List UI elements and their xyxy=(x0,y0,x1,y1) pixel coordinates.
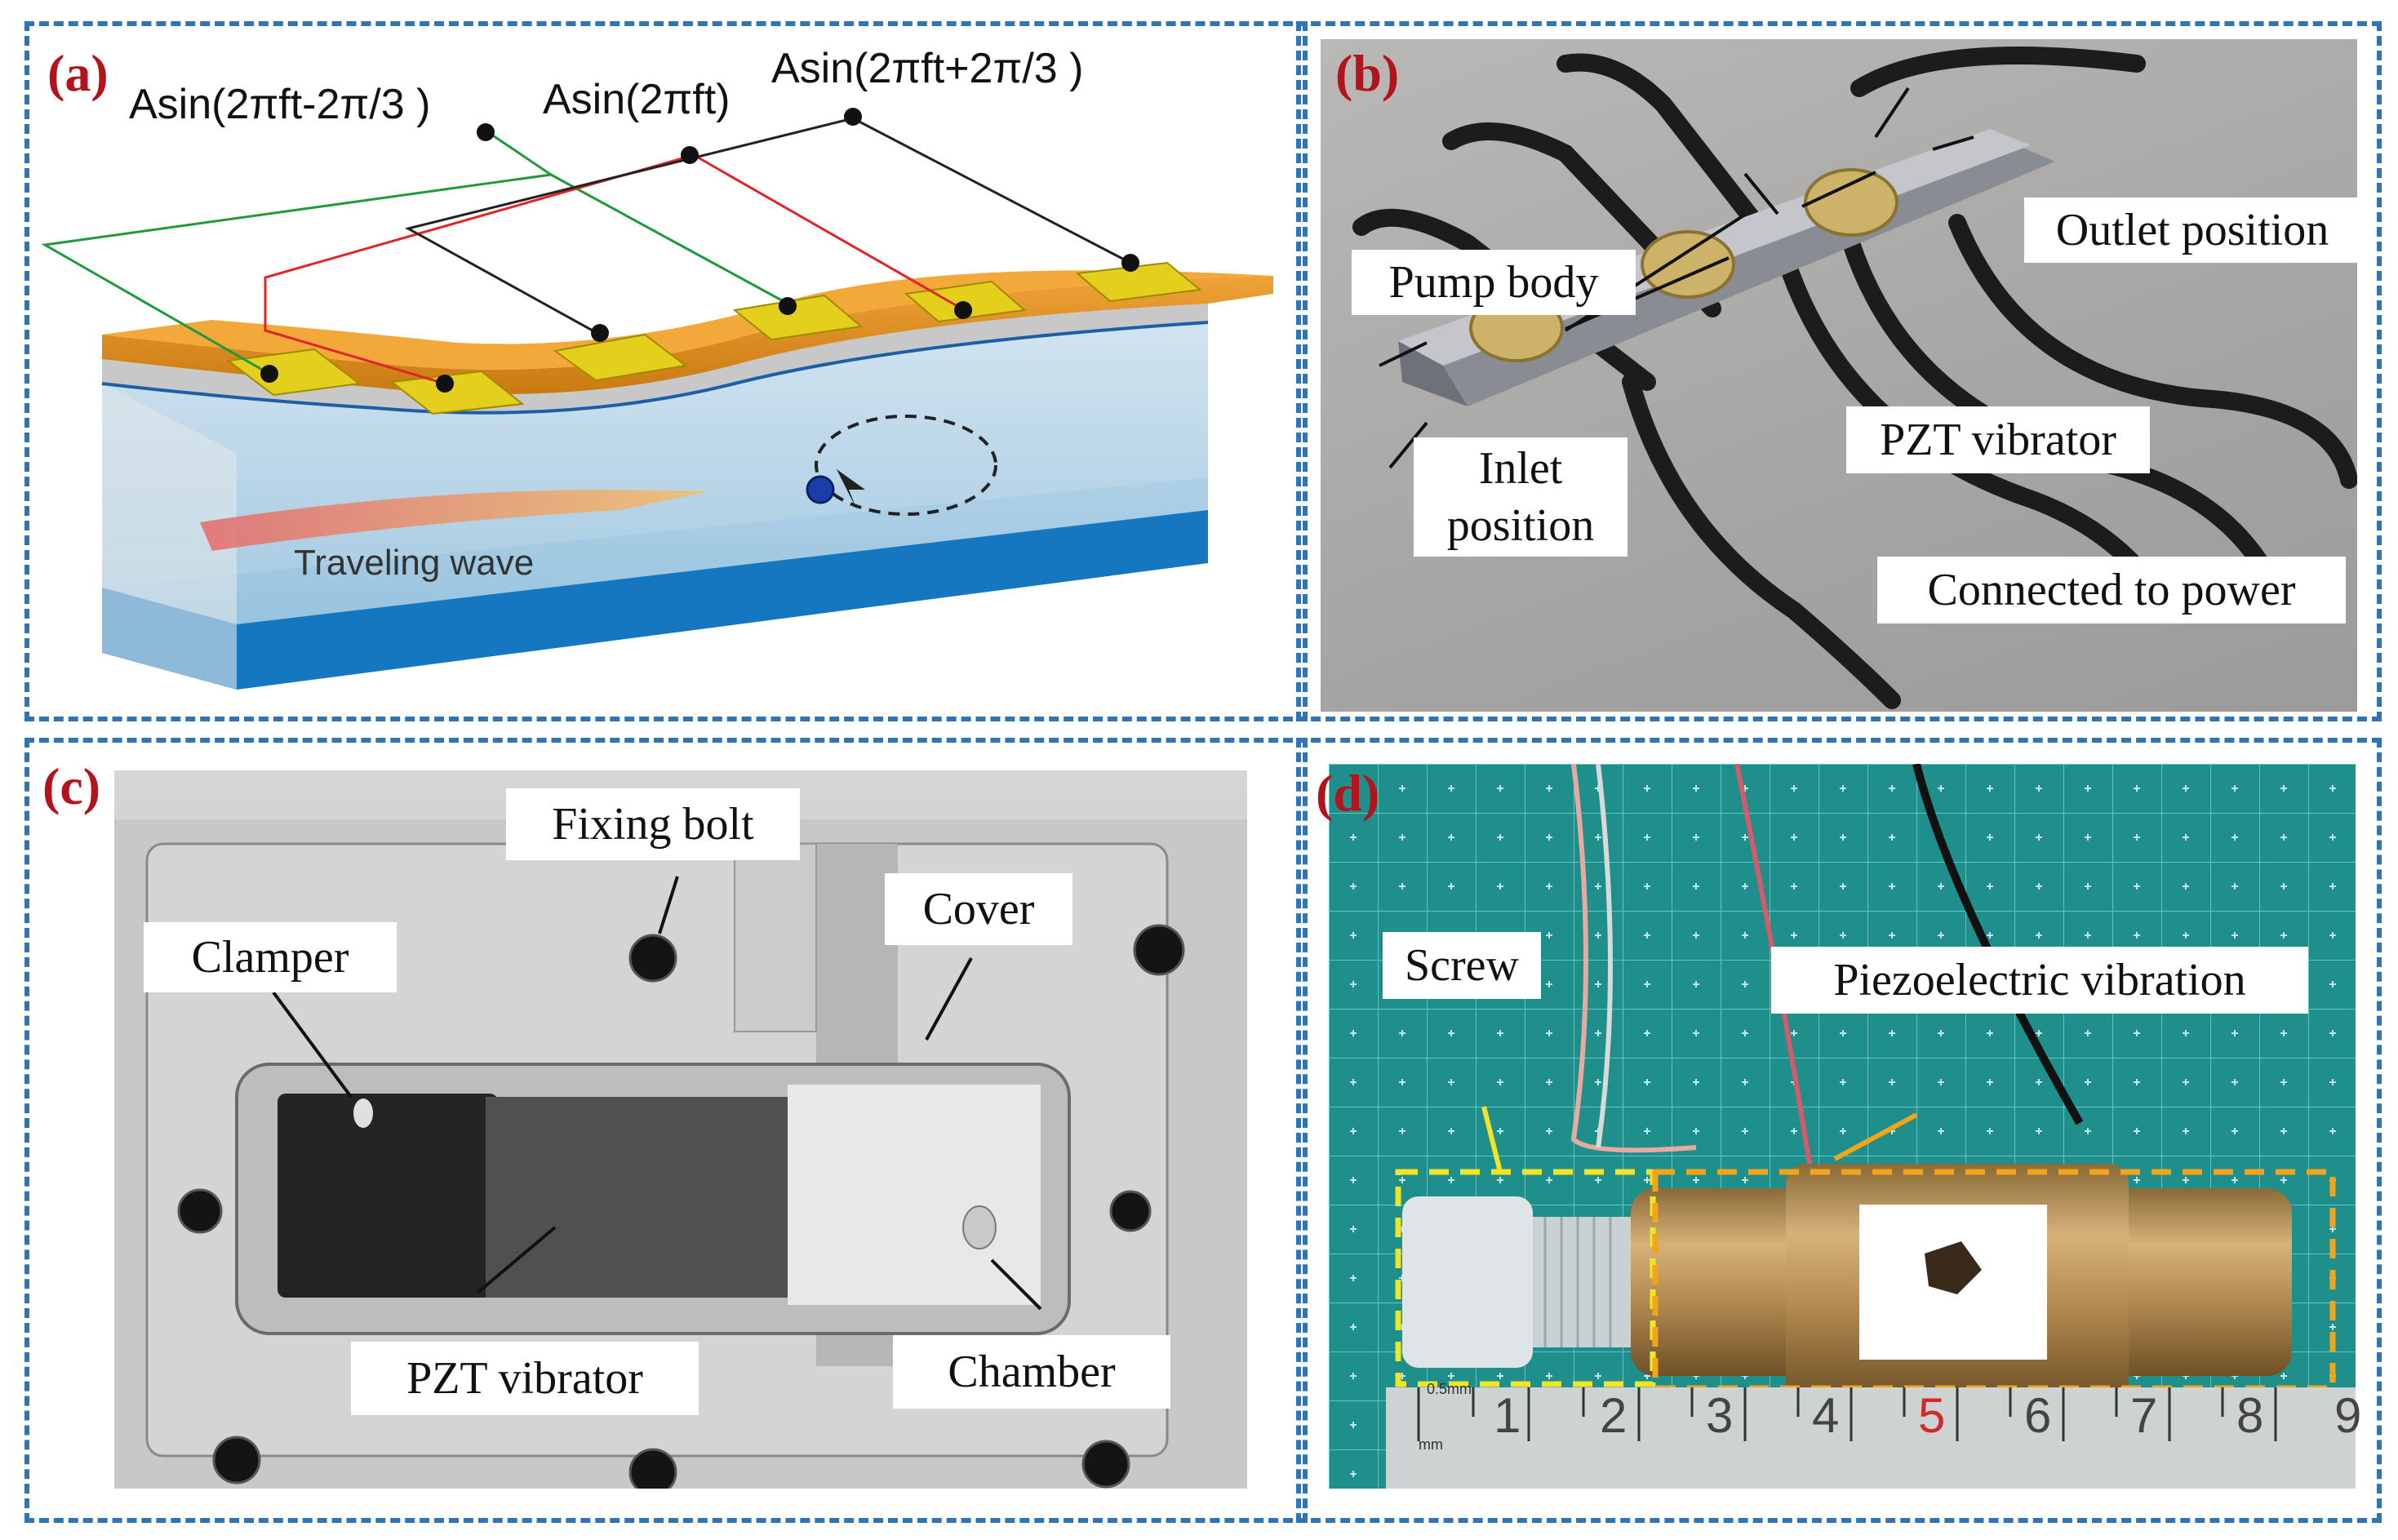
wire-green xyxy=(41,129,555,375)
ruler-num-6: 6 xyxy=(2024,1388,2052,1443)
ruler-num-5: 5 xyxy=(1918,1388,1946,1443)
formula-zero: Asin(2πft) xyxy=(543,76,731,123)
inlet-line-2: position xyxy=(1446,500,1595,551)
formula-minus: Asin(2πft-2π/3 ) xyxy=(129,81,431,128)
label-outlet-position: Outlet position xyxy=(2024,197,2360,263)
ruler-small-top: 0.5mm xyxy=(1427,1381,1472,1397)
membrane xyxy=(102,302,1208,413)
loop-arrowhead xyxy=(837,469,865,510)
ruler-num-7: 7 xyxy=(2130,1388,2158,1443)
vibrator-box xyxy=(1652,1169,2336,1391)
panel-d-photo xyxy=(1329,764,2356,1489)
label-chamber: Chamber xyxy=(893,1335,1170,1409)
panel-b-letter: (b) xyxy=(1335,44,1400,102)
label-inlet-position: Inlet position xyxy=(1414,437,1628,557)
panel-a: (a) Asin(2πft-2π/3 ) Asin(2πft) Asin(2πf… xyxy=(0,0,1306,718)
ruler xyxy=(1386,1387,2356,1489)
ruler-small-bottom: mm xyxy=(1419,1436,1443,1453)
panel-b-photo xyxy=(1321,39,2357,712)
ruler-num-3: 3 xyxy=(1706,1388,1734,1443)
particle xyxy=(806,475,835,504)
panel-d-border xyxy=(1296,738,2382,1523)
ruler-num-2: 2 xyxy=(1600,1388,1628,1443)
screw-cap xyxy=(1402,1196,1533,1368)
label-pzt-vibrator-b: PZT vibrator xyxy=(1846,406,2150,473)
ruler-num-9: 9 xyxy=(2334,1388,2362,1443)
label-pump-body: Pump body xyxy=(1352,250,1636,315)
label-connected-to-power: Connected to power xyxy=(1877,557,2346,624)
label-cover: Cover xyxy=(885,873,1072,945)
label-fixing-bolt: Fixing bolt xyxy=(506,788,800,860)
ruler-num-8: 8 xyxy=(2236,1388,2264,1443)
ruler-numbers: 1 2 3 4 5 6 7 8 9 xyxy=(1469,1387,2361,1453)
panel-b-border xyxy=(1296,21,2382,721)
label-screw: Screw xyxy=(1383,932,1541,999)
wave-arrow xyxy=(200,490,710,551)
wire-black xyxy=(404,117,1131,336)
panel-d-letter: (d) xyxy=(1316,764,1380,822)
label-pzt-vibrator-c: PZT vibrator xyxy=(351,1342,699,1415)
panel-a-border xyxy=(24,21,1308,721)
particle-path xyxy=(815,415,997,516)
formula-plus: Asin(2πft+2π/3 ) xyxy=(771,45,1084,92)
ruler-num-4: 4 xyxy=(1812,1388,1840,1443)
pzt-plate xyxy=(486,1097,788,1298)
label-piezoelectric-vibration: Piezoelectric vibration xyxy=(1771,947,2308,1014)
panel-c-border xyxy=(24,738,1308,1523)
traveling-wave-label: Traveling wave xyxy=(294,543,535,583)
traveling-wave-diagram xyxy=(41,108,1273,690)
pzt-pads xyxy=(226,261,1202,415)
wire-red xyxy=(264,153,968,385)
inlet-line-1: Inlet xyxy=(1478,443,1563,494)
fluid-channel xyxy=(102,322,1208,624)
panel-c-letter: (c) xyxy=(42,757,101,815)
panel-a-letter: (a) xyxy=(47,44,109,102)
clamper-block xyxy=(278,1094,498,1298)
label-clamper: Clamper xyxy=(144,922,397,992)
ruler-num-1: 1 xyxy=(1494,1388,1521,1443)
